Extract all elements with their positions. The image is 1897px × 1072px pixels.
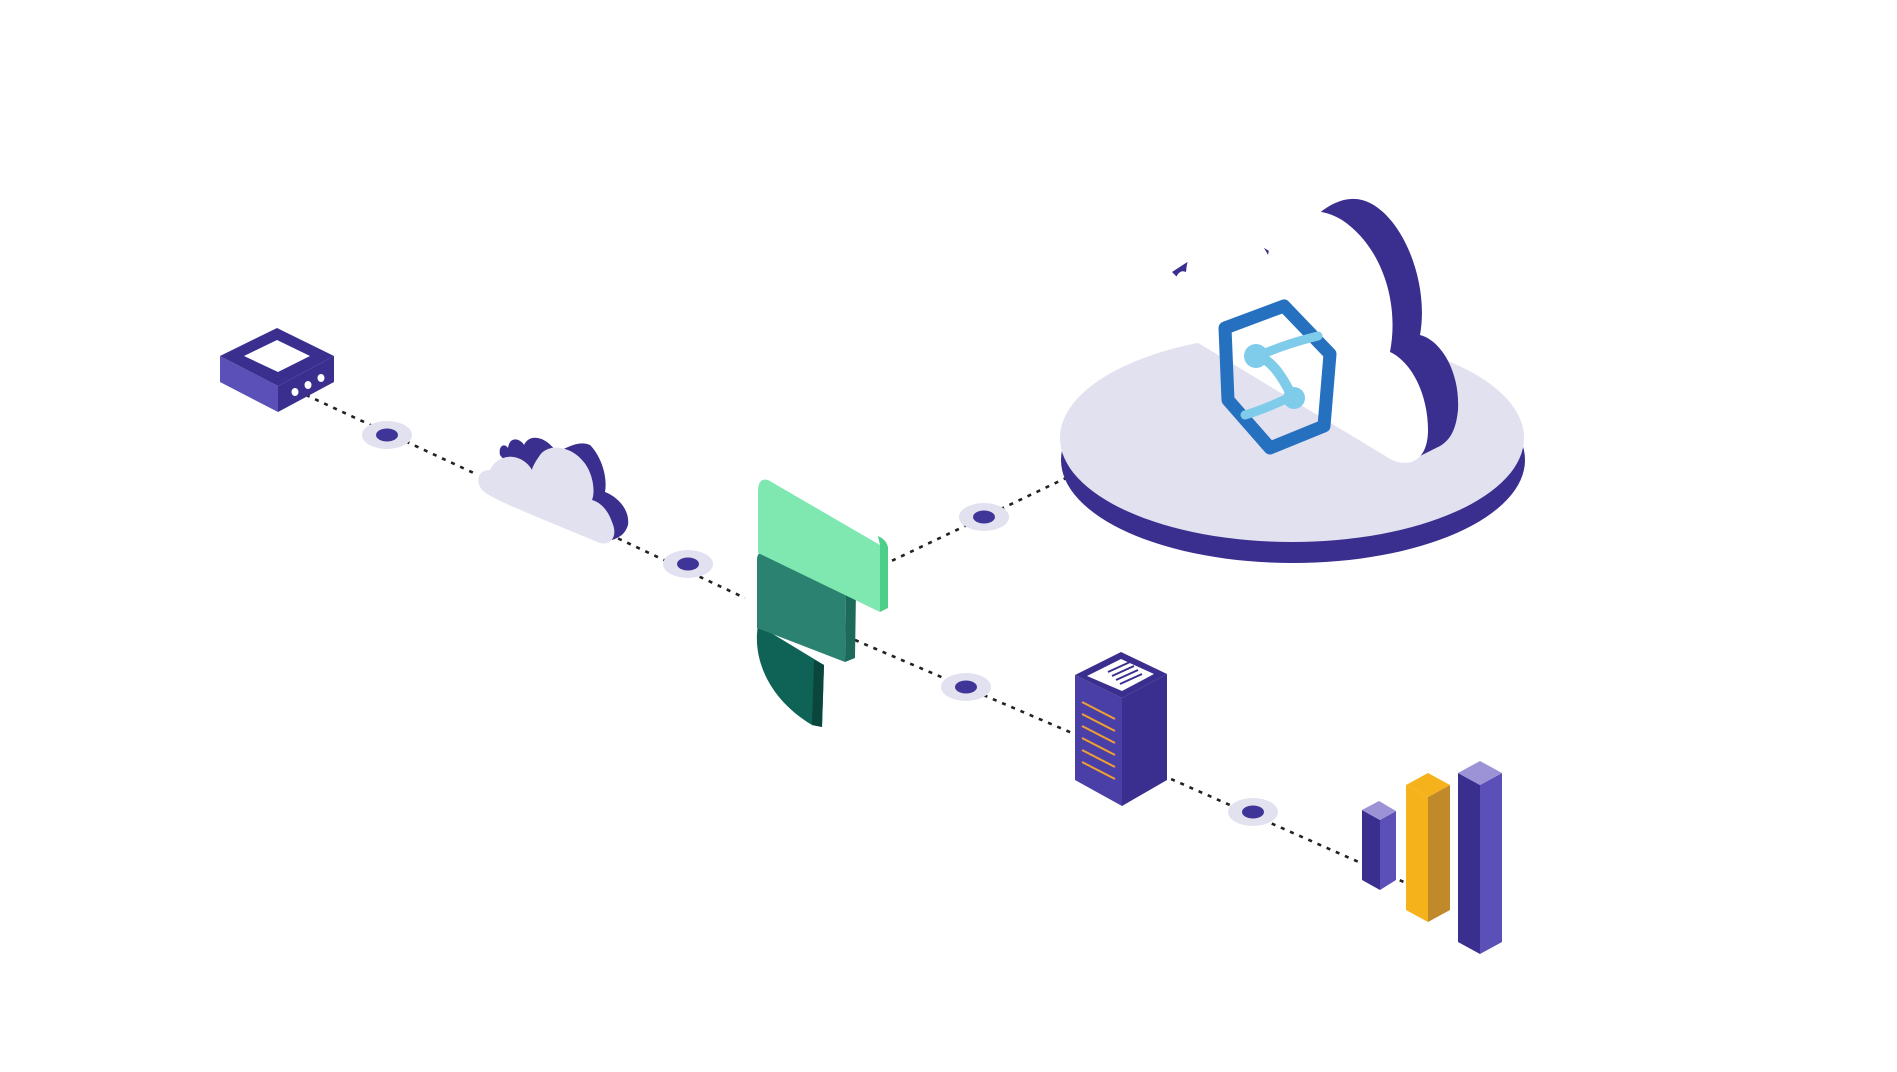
small-cloud-icon: [478, 437, 629, 544]
connector-device-to-cloud: [305, 393, 479, 477]
connector-node-5: [1228, 798, 1278, 826]
azure-cloud-platform-icon: [1060, 198, 1525, 563]
server-icon: [1075, 652, 1167, 806]
chart-bar-tall: [1458, 761, 1502, 954]
azure-data-explorer-icon: [1218, 299, 1337, 455]
connector-node-2: [663, 550, 713, 578]
iot-device-icon: [220, 328, 334, 412]
chart-bar-short: [1362, 801, 1396, 890]
connector-server-to-chart: [1161, 773, 1441, 900]
bar-chart-icon: [1362, 761, 1502, 954]
chart-bar-medium: [1406, 773, 1450, 922]
connector-node-4: [941, 673, 991, 701]
connector-node-1: [362, 421, 412, 449]
connector-nodes: [362, 421, 1278, 826]
connector-node-3: [959, 503, 1009, 531]
fabric-logo-icon: [756, 479, 888, 727]
